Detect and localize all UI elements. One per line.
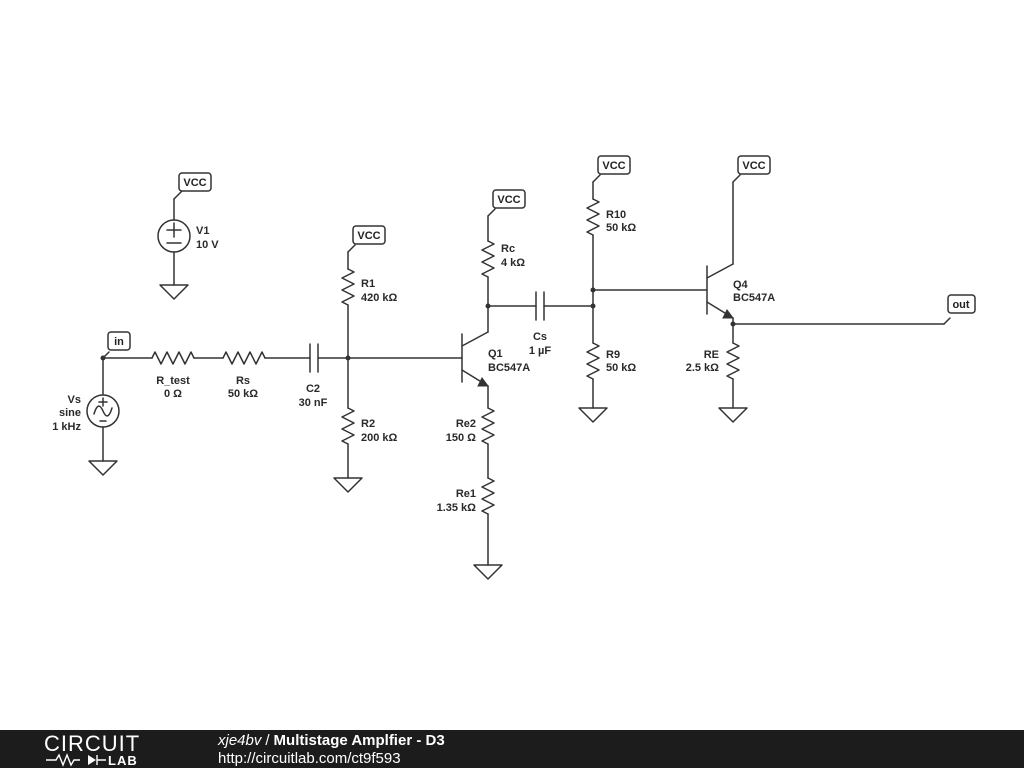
vcc-text: VCC	[357, 230, 380, 242]
ground-symbol	[578, 407, 608, 423]
r1-name: R1	[361, 278, 375, 290]
vcc-label: VCC	[592, 155, 631, 183]
v1-value: 10 V	[196, 239, 219, 251]
logo-bottom-text: LAB	[108, 753, 138, 767]
r1-resistor[interactable]	[341, 268, 355, 306]
r-test-name: R_test	[156, 375, 190, 387]
re-name: RE	[704, 349, 719, 361]
q1-model: BC547A	[488, 362, 530, 374]
ground-symbol	[333, 477, 363, 493]
re2-resistor[interactable]	[481, 407, 495, 445]
out-text: out	[952, 299, 969, 311]
r9-value: 50 kΩ	[606, 362, 636, 374]
v1-name: V1	[196, 225, 209, 237]
q4-transistor[interactable]	[706, 263, 734, 319]
re1-value: 1.35 kΩ	[437, 502, 477, 514]
vs-name: Vs	[68, 394, 81, 406]
r10-resistor[interactable]	[586, 198, 600, 236]
q4-name: Q4	[733, 279, 749, 291]
cs-name: Cs	[533, 331, 547, 343]
schematic-canvas: VCC V1 10 V in Vs sine 1 kHz R_test 0 Ω …	[52, 155, 976, 580]
r2-name: R2	[361, 418, 375, 430]
ground-symbol	[718, 407, 748, 423]
circuitlab-logo[interactable]: CIRCUIT LAB	[44, 731, 174, 767]
cs-value: 1 µF	[529, 345, 552, 357]
in-text: in	[114, 336, 124, 348]
r9-name: R9	[606, 349, 620, 361]
q4-model: BC547A	[733, 292, 775, 304]
q1-name: Q1	[488, 348, 503, 360]
vcc-label: VCC	[173, 172, 212, 200]
ground-symbol	[159, 284, 189, 300]
vs-source[interactable]	[86, 357, 120, 462]
vs-type: sine	[59, 407, 81, 419]
rc-value: 4 kΩ	[501, 257, 525, 269]
v1-source[interactable]	[157, 198, 191, 286]
c2-name: C2	[306, 383, 320, 395]
rc-resistor[interactable]	[481, 240, 495, 278]
circuit-name: Multistage Amplfier - D3	[273, 732, 445, 749]
c2-value: 30 nF	[299, 397, 328, 409]
title-separator: /	[265, 732, 270, 749]
vcc-text: VCC	[183, 177, 206, 189]
r2-resistor[interactable]	[341, 407, 355, 445]
r9-resistor[interactable]	[586, 342, 600, 380]
r-test-value: 0 Ω	[164, 388, 182, 400]
in-label: in	[102, 331, 131, 359]
rs-value: 50 kΩ	[228, 388, 258, 400]
vcc-text: VCC	[742, 160, 765, 172]
footer-bar: CIRCUIT LAB xje4bv/Multistage Amplfier -…	[0, 730, 1024, 768]
c2-capacitor[interactable]	[309, 343, 319, 373]
rs-resistor[interactable]	[222, 351, 266, 365]
re1-name: Re1	[456, 488, 476, 500]
vcc-text: VCC	[602, 160, 625, 172]
author-link[interactable]: xje4bv	[218, 732, 262, 749]
junction-dot	[590, 303, 596, 309]
circuit-title: xje4bv/Multistage Amplfier - D3	[218, 732, 445, 749]
rs-name: Rs	[236, 375, 250, 387]
logo-top-text: CIRCUIT	[44, 731, 140, 756]
ground-symbol	[88, 460, 118, 476]
re1-resistor[interactable]	[481, 477, 495, 515]
rc-name: Rc	[501, 243, 515, 255]
vs-freq: 1 kHz	[52, 421, 81, 433]
re2-value: 150 Ω	[446, 432, 476, 444]
re-value: 2.5 kΩ	[686, 362, 719, 374]
vcc-text: VCC	[497, 194, 520, 206]
vcc-label: VCC	[347, 225, 386, 253]
re2-name: Re2	[456, 418, 476, 430]
cs-capacitor[interactable]	[535, 291, 545, 321]
re-resistor[interactable]	[726, 342, 740, 380]
r1-value: 420 kΩ	[361, 292, 398, 304]
r10-name: R10	[606, 209, 626, 221]
q1-transistor[interactable]	[461, 331, 489, 387]
vcc-label: VCC	[487, 189, 526, 217]
r10-value: 50 kΩ	[606, 222, 636, 234]
out-label: out	[943, 294, 976, 325]
ground-symbol	[473, 564, 503, 580]
r-test-resistor[interactable]	[151, 351, 195, 365]
circuit-url-link[interactable]: http://circuitlab.com/ct9f593	[218, 750, 401, 767]
r2-value: 200 kΩ	[361, 432, 398, 444]
vcc-label: VCC	[732, 155, 771, 183]
